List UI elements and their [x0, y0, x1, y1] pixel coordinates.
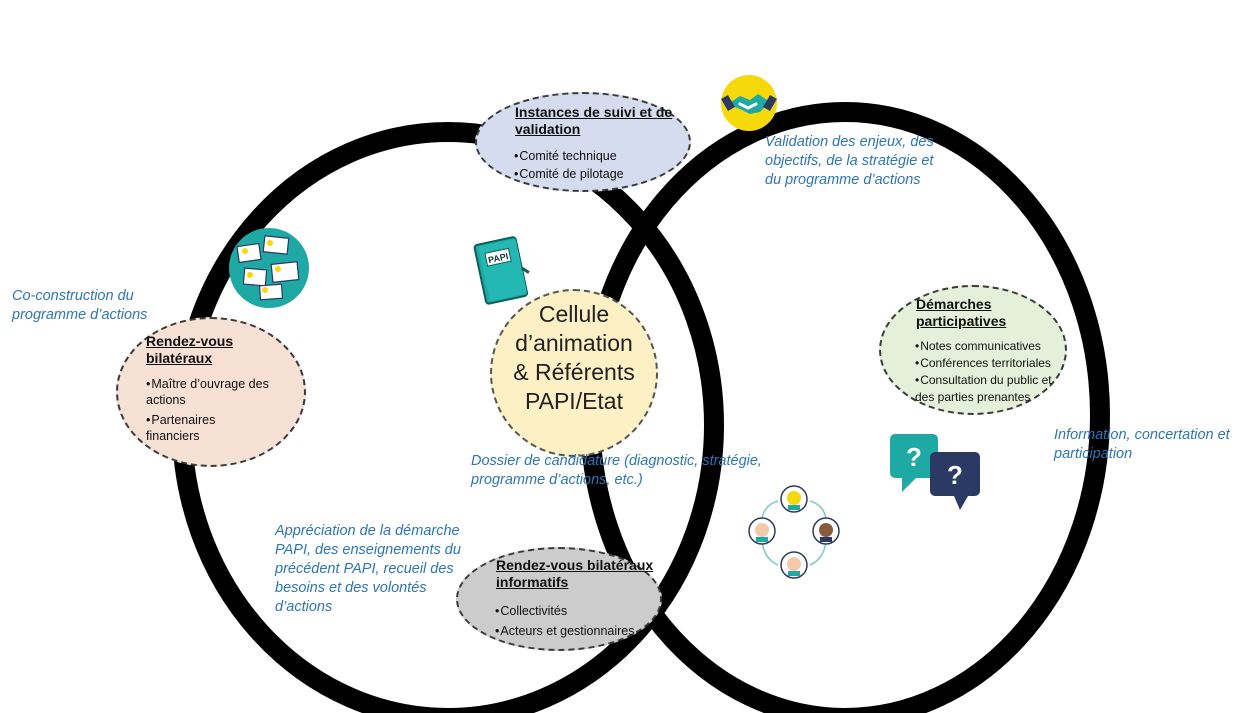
participatives-item: Conférences territoriales [915, 355, 1063, 372]
information-note-line: participation [1054, 446, 1133, 462]
bilateraux-title-line-2: bilatéraux [146, 350, 213, 366]
instances-title-line-1: Instances de suivi et de [515, 104, 673, 120]
appreciation-note-line: besoins et des volontés [275, 580, 427, 596]
center-circle [490, 289, 658, 457]
participatives-item: Notes communicatives [915, 338, 1063, 355]
svg-text:?: ? [906, 442, 922, 472]
appreciation-note-line: Appréciation de la démarche [275, 523, 460, 539]
instances-title-line-2: validation [515, 121, 581, 137]
coconstruction-note-line: Co-construction du [12, 288, 134, 304]
participatives-title-line-1: Démarches [916, 296, 992, 312]
folder-label: PAPI [487, 251, 509, 265]
bilateraux-item: Partenaires financiers [146, 412, 246, 444]
informatifs-title: Rendez-vous bilatéraux informatifs [496, 557, 653, 591]
instances-item: Comité de pilotage [514, 165, 623, 183]
dossier-note-line: programme d’actions, etc.) [471, 472, 643, 488]
informatifs-title-line-1: Rendez-vous bilatéraux [496, 557, 654, 573]
information-note: Information, concertation et participati… [1054, 426, 1230, 464]
informatifs-item: Acteurs et gestionnaires [495, 621, 634, 641]
instances-item: Comité technique [514, 147, 624, 165]
instances-list: Comité technique Comité de pilotage [514, 147, 624, 183]
dossier-note: Dossier de candidature (diagnostic, stra… [471, 452, 762, 490]
participatives-title: Démarches participatives [916, 296, 1006, 330]
dossier-note-line: Dossier de candidature (diagnostic, stra… [471, 453, 762, 469]
papi-folder-icon: PAPI [473, 236, 530, 305]
informatifs-title-line-2: informatifs [496, 574, 569, 590]
appreciation-note-line: PAPI, des enseignements du [275, 542, 461, 558]
appreciation-note-line: d’actions [275, 599, 333, 615]
coconstruction-note: Co-construction du programme d’actions [12, 287, 147, 325]
participatives-list: Notes communicatives Conférences territo… [915, 338, 1063, 406]
bilateraux-title-line-1: Rendez-vous [146, 333, 234, 349]
center-line-4: PAPI/Etat [524, 388, 623, 414]
right-ring [580, 102, 1110, 713]
validation-note-line: objectifs, de la stratégie et [765, 153, 934, 169]
ideas-board-icon [229, 228, 309, 308]
center-line-3: & Référents [513, 359, 635, 385]
center-line-2: d’animation [515, 330, 633, 356]
information-note-line: Information, concertation et [1054, 427, 1230, 443]
people-network-icon [748, 485, 840, 579]
center-label: Cellule d’animation & Référents PAPI/Eta… [490, 300, 658, 416]
validation-note-line: du programme d’actions [765, 172, 921, 188]
participatives-item: Consultation du public et des parties pr… [915, 372, 1063, 406]
handshake-icon [721, 75, 777, 131]
question-bubbles-icon: ? ? [890, 434, 980, 510]
informatifs-item: Collectivités [495, 601, 635, 621]
center-line-1: Cellule [538, 301, 610, 327]
appreciation-note-line: précédent PAPI, recueil des [275, 561, 454, 577]
bilateraux-item: Maître d’ouvrage des actions [146, 376, 278, 408]
informatifs-list: Collectivités Acteurs et gestionnaires [495, 601, 635, 641]
instances-title: Instances de suivi et de validation [515, 104, 672, 138]
participatives-title-line-2: participatives [916, 313, 1007, 329]
bilateraux-title: Rendez-vous bilatéraux [146, 333, 233, 367]
appreciation-note: Appréciation de la démarche PAPI, des en… [275, 522, 461, 617]
validation-note: Validation des enjeux, des objectifs, de… [765, 133, 934, 190]
coconstruction-note-line: programme d’actions [12, 307, 148, 323]
bilateraux-list: Maître d’ouvrage des actions Partenaires… [146, 376, 278, 444]
svg-text:?: ? [947, 460, 963, 490]
validation-note-line: Validation des enjeux, des [765, 134, 934, 150]
